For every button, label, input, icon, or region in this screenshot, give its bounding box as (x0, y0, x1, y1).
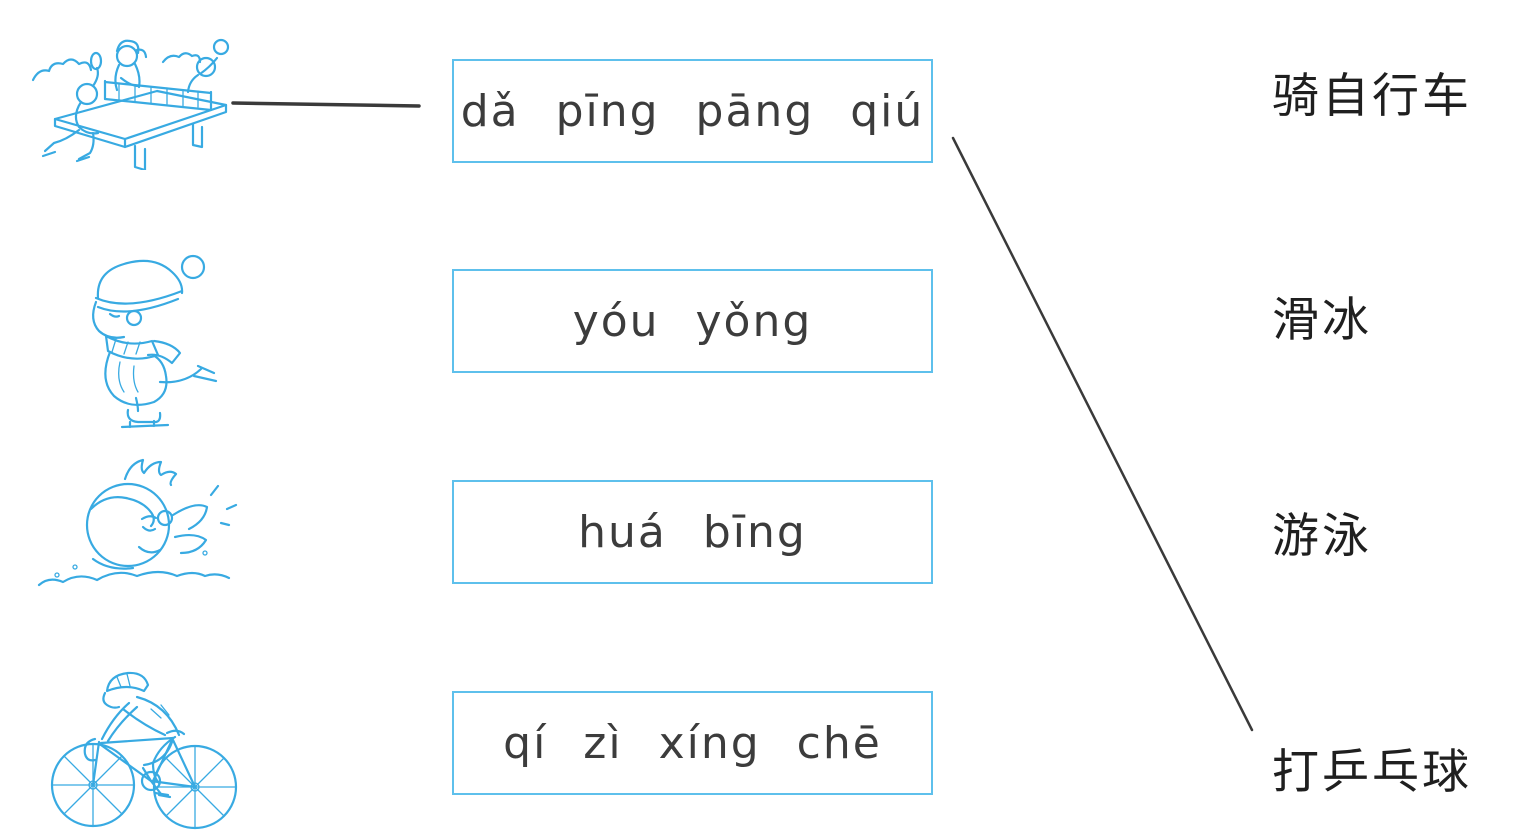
cycling-illustration[interactable] (25, 645, 245, 830)
ice-skating-illustration[interactable] (70, 240, 235, 430)
table-tennis-illustration[interactable] (15, 20, 235, 172)
pinyin-box-1[interactable]: dǎ pīng pāng qiú (452, 59, 933, 163)
pinyin-text-2: yóu yǒng (572, 295, 813, 347)
hanzi-option-4[interactable]: 打乒乓球 (1272, 747, 1472, 799)
hanzi-option-3[interactable]: 游泳 (1272, 511, 1372, 563)
pinyin-text-4: qí zì xíng chē (503, 717, 882, 769)
cycling-icon (50, 671, 238, 830)
pinyin-text-1: dǎ pīng pāng qiú (460, 85, 925, 137)
table-tennis-icon (31, 38, 230, 172)
ice-skating-icon (92, 254, 218, 429)
pinyin-box-4[interactable]: qí zì xíng chē (452, 691, 933, 795)
pinyin-box-3[interactable]: huá bīng (452, 480, 933, 584)
swimming-icon (37, 458, 238, 587)
connector-image1-to-box1 (231, 101, 421, 108)
pinyin-box-2[interactable]: yóu yǒng (452, 269, 933, 373)
swimming-illustration[interactable] (25, 455, 250, 605)
hanzi-option-1[interactable]: 骑自行车 (1272, 71, 1472, 123)
pinyin-text-3: huá bīng (578, 506, 807, 558)
hanzi-option-2[interactable]: 滑冰 (1272, 295, 1372, 347)
connector-box1-to-hanzi4 (951, 136, 1254, 732)
